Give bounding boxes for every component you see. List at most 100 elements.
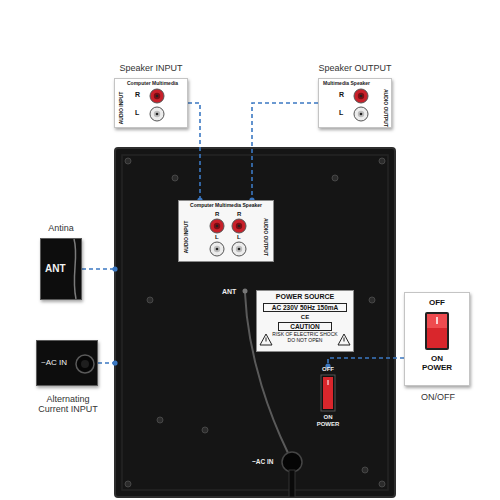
rca-pin (156, 113, 159, 116)
rca-pin (216, 248, 219, 251)
rca-jack-ring (358, 93, 364, 99)
jack-panel: Computer Multimedia SpeakerRRLLAUDIO INP… (178, 200, 274, 262)
screw (332, 175, 338, 181)
inset-view: Speaker OUTPUTMultimedia SpeakerRLAUDIO … (318, 78, 392, 128)
cabinet-bevel (122, 155, 388, 490)
speaker-cabinet: ANT~AC INComputer Multimedia SpeakerRRLL… (115, 148, 395, 497)
warning-triangle (338, 334, 350, 345)
channel-letter: L (135, 109, 139, 117)
rca-jack (354, 89, 368, 103)
rca-pin (216, 225, 219, 228)
leader-line (188, 103, 200, 200)
power-cord (289, 470, 295, 497)
rca-pin (238, 225, 241, 228)
channel-letter: L (237, 234, 241, 241)
channel-letter: L (339, 109, 343, 117)
leader-line (252, 103, 318, 200)
panel-title: Computer Multimedia Speaker (179, 203, 273, 209)
rca-jack (150, 89, 164, 103)
power-label: POWER SOURCEAC 230V 50Hz 150mACECAUTIONR… (256, 290, 354, 352)
power-socket (282, 452, 302, 472)
port-marking: ~AC IN (252, 458, 274, 465)
port-marking: ANT (222, 288, 236, 296)
inset-view: Speaker INPUTComputer MultimediaRLAUDIO … (114, 78, 188, 128)
leader-line (328, 358, 404, 366)
port-caption: AUDIO OUTPUT (262, 218, 268, 256)
channel-letter: R (215, 211, 219, 218)
screw (157, 417, 163, 423)
part-illustration (405, 293, 471, 387)
rca-pin (360, 95, 363, 98)
switch-mark (328, 380, 329, 385)
inset-view: ~AC INAlternating Current INPUT (36, 340, 98, 386)
port-marking: ANT (45, 263, 66, 274)
screw (125, 158, 131, 164)
rca-pin (360, 113, 363, 116)
channel-letter: R (135, 91, 140, 99)
switch-mark (436, 317, 438, 324)
rca-jack (354, 107, 368, 121)
rca-jack-ring (214, 246, 220, 252)
screw (202, 427, 208, 433)
certification-mark: CE (257, 314, 353, 321)
warning-text: RISK OF ELECTRIC SHOCK DO NOT OPEN (272, 332, 338, 343)
rca-pin (156, 95, 159, 98)
antenna-jack (243, 289, 248, 294)
power-socket (76, 355, 94, 373)
port-marking: ~AC IN (41, 359, 67, 368)
panel-title: Computer Multimedia (127, 81, 178, 87)
port-caption: AUDIO INPUT (184, 221, 190, 254)
screw (147, 297, 153, 303)
screw (362, 467, 368, 473)
channel-letter: R (339, 91, 344, 99)
power-switch: OFF ON POWER (306, 366, 350, 446)
inset-caption: ON/OFF (395, 393, 481, 403)
switch-marking: OFF (306, 366, 350, 373)
channel-letter: R (237, 211, 241, 218)
part-illustration (115, 79, 189, 129)
part-illustration (306, 366, 350, 446)
rocker-switch (425, 312, 449, 350)
rca-jack-ring (214, 223, 220, 229)
rca-jack (232, 219, 246, 233)
screw (125, 481, 131, 487)
rca-jack (210, 219, 224, 233)
rca-jack-ring (358, 111, 364, 117)
port-caption: AUDIO OUTPUT (382, 89, 388, 127)
rca-jack (150, 107, 164, 121)
rca-jack-ring (236, 223, 242, 229)
rocker-switch (427, 314, 447, 328)
part-illustration (319, 79, 393, 129)
inset-caption: Speaker INPUT (119, 64, 182, 74)
warning-mark (344, 338, 345, 342)
antenna-wire (74, 239, 76, 299)
rca-jack-ring (236, 246, 242, 252)
part-illustration (179, 201, 275, 263)
switch-marking: OFF (405, 299, 469, 308)
speaker-cabinet-body (115, 148, 395, 497)
inset-caption: Alternating Current INPUT (32, 395, 104, 415)
rca-jack-ring (154, 93, 160, 99)
warning-mark (266, 338, 267, 342)
port-caption: AUDIO INPUT (119, 92, 125, 125)
leader-dot (112, 360, 117, 365)
inset-caption: Antina (48, 224, 74, 234)
label-heading: POWER SOURCE (257, 293, 353, 301)
warning-heading: CAUTION (278, 322, 332, 331)
leader-dot (112, 266, 117, 271)
rca-jack (232, 242, 246, 256)
rca-pin (238, 248, 241, 251)
screw (379, 481, 385, 487)
rocker-switch (323, 377, 333, 409)
rocker-switch (321, 375, 335, 411)
power-plug (81, 360, 89, 368)
rocker-switch (427, 314, 447, 348)
inset-view: AntinaANT (40, 238, 82, 300)
panel-title: Multimedia Speaker (323, 81, 370, 87)
warning-triangle (260, 334, 272, 345)
inset-view: OFFON POWERON/OFF (404, 292, 470, 386)
switch-marking: ON POWER (417, 355, 457, 373)
rca-jack-ring (154, 111, 160, 117)
switch-marking: ON POWER (315, 414, 341, 427)
